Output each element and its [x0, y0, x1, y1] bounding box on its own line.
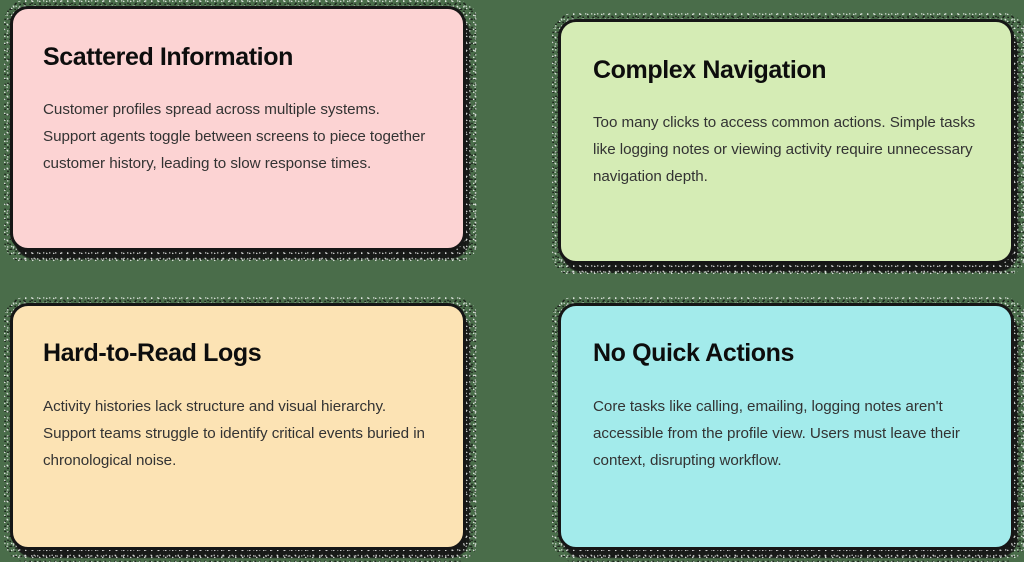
card-content-scattered-information: Scattered Information Customer profiles … [13, 9, 463, 248]
card-body-hard-to-read-logs: Activity histories lack structure and vi… [43, 397, 425, 469]
card-title-scattered-information: Scattered Information [43, 43, 293, 71]
card-content-complex-navigation: Complex Navigation Too many clicks to ac… [561, 22, 1011, 261]
card-content-hard-to-read-logs: Hard-to-Read Logs Activity histories lac… [13, 306, 463, 547]
card-no-quick-actions[interactable]: No Quick Actions Core tasks like calling… [558, 303, 1014, 550]
card-scattered-information[interactable]: Scattered Information Customer profiles … [10, 6, 466, 251]
card-hard-to-read-logs[interactable]: Hard-to-Read Logs Activity histories lac… [10, 303, 466, 550]
card-title-no-quick-actions: No Quick Actions [593, 339, 795, 367]
card-body-no-quick-actions: Core tasks like calling, emailing, loggi… [593, 397, 960, 469]
card-title-complex-navigation: Complex Navigation [593, 56, 827, 84]
card-body-scattered-information: Customer profiles spread across multiple… [43, 100, 426, 172]
card-content-no-quick-actions: No Quick Actions Core tasks like calling… [561, 306, 1011, 547]
card-body-complex-navigation: Too many clicks to access common actions… [593, 113, 976, 185]
card-title-hard-to-read-logs: Hard-to-Read Logs [43, 339, 262, 367]
card-complex-navigation[interactable]: Complex Navigation Too many clicks to ac… [558, 19, 1014, 264]
